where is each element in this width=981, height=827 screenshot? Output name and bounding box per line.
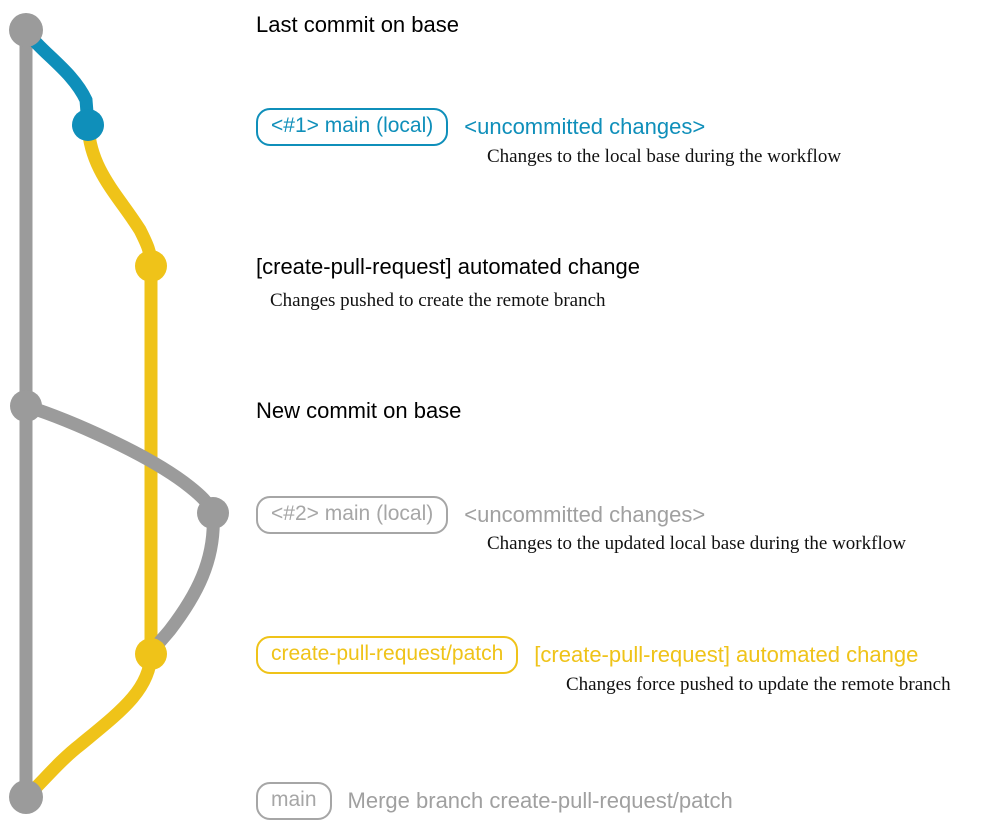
commit-note-remote-commit-2: Changes force pushed to update the remot… <box>566 674 951 695</box>
commit-node-remote-2[interactable] <box>135 638 167 670</box>
edge-base-to-local1 <box>19 23 95 132</box>
commit-entry-local-commit-2: <#2> main (local) <uncommitted changes> <box>256 496 705 534</box>
commit-node-local-2[interactable] <box>197 497 229 529</box>
branch-tag-local-2[interactable]: <#2> main (local) <box>256 496 449 534</box>
branch-tag-create-pull-request-patch[interactable]: create-pull-request/patch <box>256 636 519 674</box>
commit-note-local-commit-2: Changes to the updated local base during… <box>487 533 906 554</box>
commit-subject: New commit on base <box>256 398 462 423</box>
commit-node-base-merge[interactable] <box>9 780 43 814</box>
edge-remote2-to-merge <box>19 647 158 804</box>
commit-entry-remote-commit-1: [create-pull-request] automated change <box>256 254 640 280</box>
commit-node-local-1[interactable] <box>72 109 104 141</box>
commit-subject: <uncommitted changes> <box>464 502 706 527</box>
commit-entry-new-commit-on-base: New commit on base <box>256 398 461 424</box>
commit-subject: Merge branch create-pull-request/patch <box>347 788 733 813</box>
edge-local1-to-remote1 <box>81 118 158 273</box>
commit-note-local-commit-1: Changes to the local base during the wor… <box>487 146 842 167</box>
commit-subject: [create-pull-request] automated change <box>534 642 919 667</box>
commit-subject: [create-pull-request] automated change <box>256 254 641 279</box>
branch-tag-main[interactable]: main <box>256 782 332 820</box>
commit-entry-local-commit-1: <#1> main (local) <uncommitted changes> <box>256 108 705 146</box>
commit-node-remote-1[interactable] <box>135 250 167 282</box>
edge-local2-to-remote2 <box>144 506 220 661</box>
commit-node-base-new[interactable] <box>10 390 42 422</box>
commit-entry-last-commit-on-base: Last commit on base <box>256 12 459 38</box>
commit-note-remote-commit-1: Changes pushed to create the remote bran… <box>270 290 606 311</box>
commit-entry-merge-commit: main Merge branch create-pull-request/pa… <box>256 782 733 820</box>
commit-subject: <uncommitted changes> <box>464 114 706 139</box>
commit-subject: Last commit on base <box>256 12 459 37</box>
branch-tag-local-1[interactable]: <#1> main (local) <box>256 108 449 146</box>
commit-entry-remote-commit-2: create-pull-request/patch [create-pull-r… <box>256 636 918 674</box>
edge-basenew-to-local2 <box>19 399 220 520</box>
commit-node-base-last[interactable] <box>9 13 43 47</box>
